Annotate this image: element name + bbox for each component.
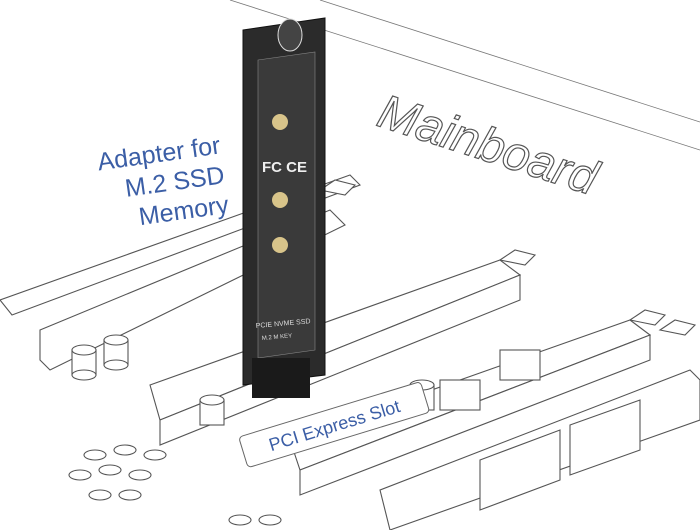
mainboard-label: Mainboard [372, 85, 605, 206]
pcie-slot-4 [379, 369, 700, 530]
adapter-label: Adapter for M.2 SSD Memory [96, 131, 231, 231]
edge-connector [252, 358, 310, 398]
mount-pad [272, 114, 288, 130]
board-key: M.2 M KEY [262, 333, 293, 342]
mainboard-edge-2 [319, 0, 700, 123]
board-title: PCIE NVME SSD [256, 318, 311, 330]
certification-marks: FC CE [262, 159, 307, 176]
m2-adapter-board: FC CE PCIE NVME SSD M.2 M KEY [242, 17, 326, 398]
screw-icon [277, 18, 303, 52]
slot-latch [318, 179, 697, 336]
mount-pad [272, 192, 288, 208]
mount-pad [272, 237, 288, 253]
